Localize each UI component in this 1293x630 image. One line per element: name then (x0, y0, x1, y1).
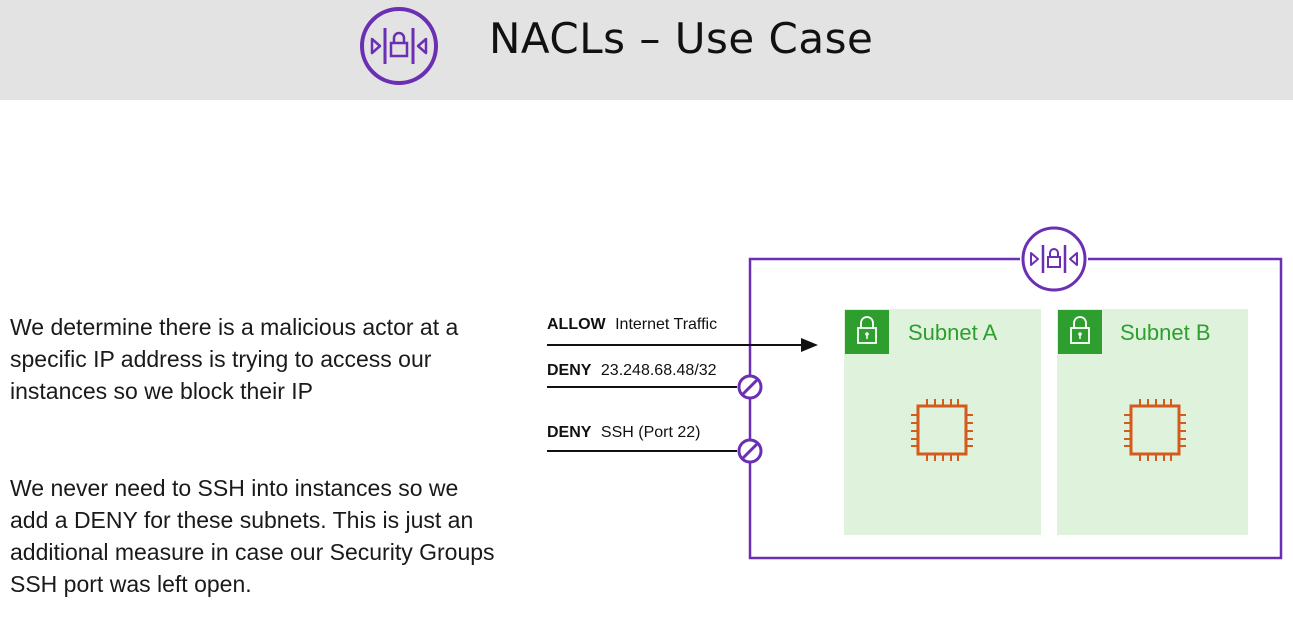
rule-allow-internet: ALLOW Internet Traffic (547, 316, 818, 352)
subnet-b-label: Subnet B (1120, 320, 1211, 345)
rule-deny-ssh: DENY SSH (Port 22) (547, 424, 763, 464)
lock-icon (845, 310, 889, 354)
nacl-boundary-icon (1021, 226, 1087, 292)
nacl-boundary (748, 257, 1283, 560)
rule-action: DENY (547, 424, 592, 441)
deny-icon (737, 374, 763, 400)
deny-icon (737, 438, 763, 464)
explanation-paragraph-ip: We determine there is a malicious actor … (10, 314, 459, 404)
title-bar: NACLs – Use Case (0, 0, 1293, 100)
arrow-icon (801, 338, 818, 352)
page-title: NACLs – Use Case (489, 14, 874, 63)
subnet-a-label: Subnet A (908, 320, 998, 345)
svg-text:ALLOW Internet Traffic: ALLOW Internet Traffic (547, 316, 717, 333)
rule-action: DENY (547, 362, 592, 379)
ec2-instance-icon (911, 399, 973, 461)
rule-target: 23.248.68.48/32 (601, 362, 717, 379)
subnet-a: Subnet A (844, 309, 1041, 535)
rule-action: ALLOW (547, 316, 607, 333)
nacl-icon (360, 7, 438, 85)
rule-deny-ip: DENY 23.248.68.48/32 (547, 362, 763, 400)
svg-text:DENY 23.248.68.48/32: DENY 23.248.68.48/32 (547, 362, 717, 379)
svg-text:DENY SSH (Port 22): DENY SSH (Port 22) (547, 424, 701, 441)
rule-target: Internet Traffic (615, 316, 717, 333)
rule-target: SSH (Port 22) (601, 424, 701, 441)
subnet-b: Subnet B (1057, 309, 1248, 535)
ec2-instance-icon (1124, 399, 1186, 461)
explanation-paragraph-ssh: We never need to SSH into instances so w… (10, 475, 495, 597)
lock-icon (1058, 310, 1102, 354)
